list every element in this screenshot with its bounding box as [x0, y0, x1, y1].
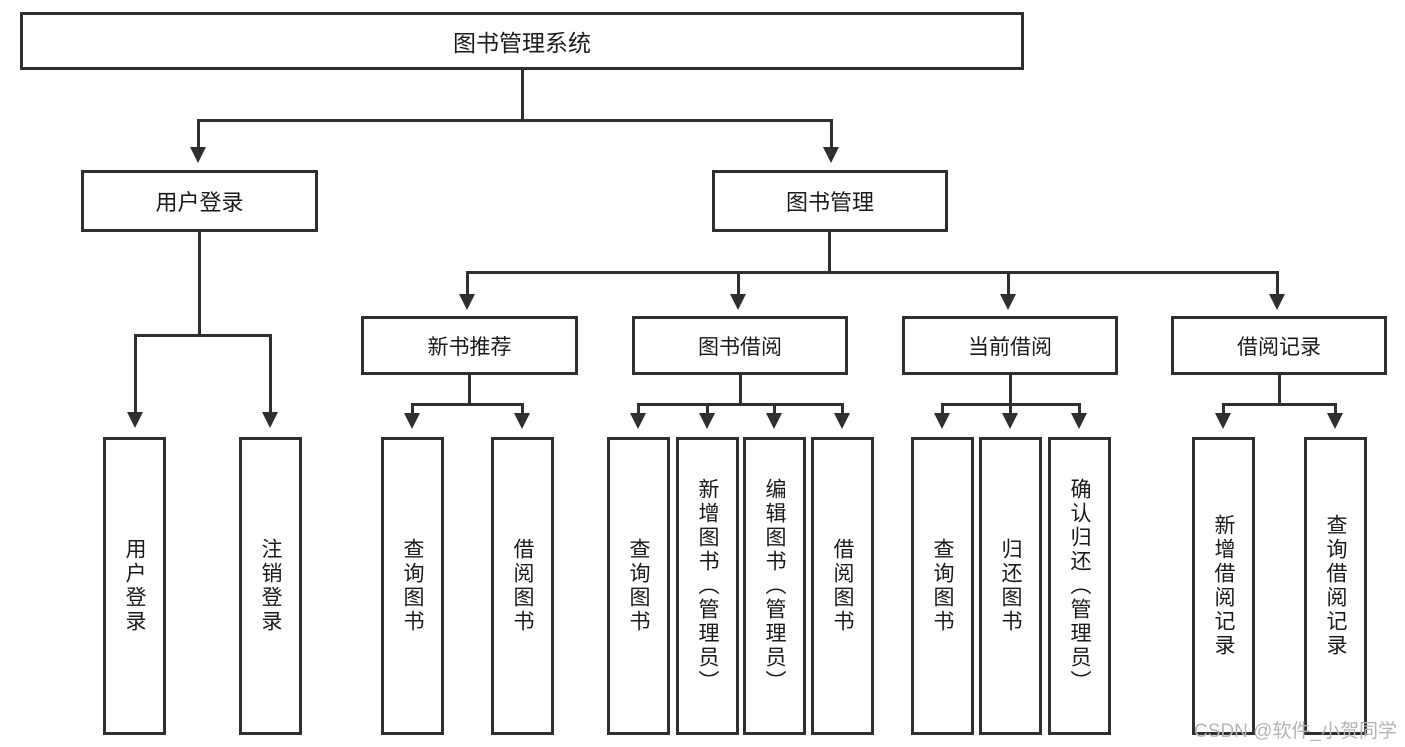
connector-new-book-drop-1	[411, 403, 414, 415]
node-label: 查询图书	[627, 538, 650, 634]
node-label: 当前借阅	[968, 335, 1052, 359]
arrowhead-borrow-records-leaf-2	[1327, 413, 1343, 429]
connector-user-login-bus	[134, 334, 272, 337]
connector-book-mgmt-drop-2	[737, 271, 740, 296]
node-borrow-records[interactable]: 借阅记录	[1171, 316, 1387, 375]
leaf-borrow-records-query[interactable]: 查询借阅记录	[1304, 437, 1367, 735]
leaf-user-login-signin[interactable]: 用户登录	[103, 437, 166, 735]
leaf-new-book-borrow[interactable]: 借阅图书	[491, 437, 554, 735]
connector-user-login-stem	[198, 232, 201, 334]
node-label: 用户登录	[123, 538, 146, 634]
node-book-management[interactable]: 图书管理	[712, 170, 948, 232]
node-label: 图书管理	[785, 190, 874, 215]
node-label: 借阅图书	[511, 538, 534, 634]
connector-root-stem	[521, 70, 524, 119]
arrowhead-borrow-records	[1269, 294, 1285, 310]
connector-borrow-records-bus	[1222, 403, 1337, 406]
connector-new-book-drop-2	[521, 403, 524, 415]
node-label: 用户登录	[155, 190, 244, 215]
node-user-login[interactable]: 用户登录	[81, 170, 318, 232]
arrowhead-user-login-leaf-1	[127, 412, 143, 428]
connector-root-to-book-mgmt	[830, 119, 833, 149]
node-label: 查询图书	[401, 538, 424, 634]
connector-borrow-records-drop-2	[1334, 403, 1337, 415]
node-label: 图书借阅	[698, 335, 782, 359]
arrowhead-book-borrow-leaf-1	[630, 413, 646, 429]
leaf-book-borrow-add[interactable]: 新增图书（管理员）	[676, 437, 739, 735]
node-label: 图书管理系统	[453, 30, 591, 56]
node-label: 新增图书（管理员）	[696, 478, 719, 694]
arrowhead-current-borrow	[1000, 294, 1016, 310]
connector-book-mgmt-bus	[466, 271, 1278, 274]
connector-book-borrow-bus	[637, 403, 844, 406]
arrowhead-new-book-leaf-1	[404, 413, 420, 429]
connector-current-borrow-drop-2	[1009, 403, 1012, 415]
arrowhead-book-borrow	[730, 294, 746, 310]
connector-book-borrow-drop-2	[706, 403, 709, 415]
leaf-current-borrow-confirm[interactable]: 确认归还（管理员）	[1048, 437, 1111, 735]
connector-borrow-records-stem	[1278, 375, 1281, 403]
arrowhead-book-borrow-leaf-3	[766, 413, 782, 429]
connector-current-borrow-drop-1	[941, 403, 944, 415]
connector-current-borrow-stem	[1009, 375, 1012, 403]
node-label: 注销登录	[259, 538, 282, 634]
node-label: 借阅图书	[831, 538, 854, 634]
node-label: 归还图书	[999, 538, 1022, 634]
arrowhead-user-login-leaf-2	[262, 412, 278, 428]
arrowhead-root-to-book-mgmt	[823, 147, 839, 163]
connector-user-login-drop-2	[269, 334, 272, 414]
arrowhead-root-to-user-login	[190, 147, 206, 163]
connector-book-mgmt-drop-4	[1276, 271, 1279, 296]
leaf-new-book-query[interactable]: 查询图书	[381, 437, 444, 735]
connector-current-borrow-drop-3	[1078, 403, 1081, 415]
node-label: 编辑图书（管理员）	[763, 478, 786, 694]
arrowhead-current-borrow-leaf-1	[934, 413, 950, 429]
arrowhead-book-borrow-leaf-2	[699, 413, 715, 429]
leaf-current-borrow-return[interactable]: 归还图书	[979, 437, 1042, 735]
node-label: 查询图书	[931, 538, 954, 634]
node-root-system[interactable]: 图书管理系统	[20, 12, 1024, 70]
node-new-book-recommend[interactable]: 新书推荐	[361, 316, 578, 375]
arrowhead-current-borrow-leaf-2	[1002, 413, 1018, 429]
leaf-borrow-records-add[interactable]: 新增借阅记录	[1192, 437, 1255, 735]
node-label: 新书推荐	[427, 335, 512, 359]
node-label: 确认归还（管理员）	[1068, 478, 1091, 694]
leaf-book-borrow-lend[interactable]: 借阅图书	[811, 437, 874, 735]
leaf-current-borrow-query[interactable]: 查询图书	[911, 437, 974, 735]
node-book-borrow[interactable]: 图书借阅	[632, 316, 848, 375]
node-label: 借阅记录	[1237, 335, 1321, 359]
arrowhead-borrow-records-leaf-1	[1215, 413, 1231, 429]
node-label: 查询借阅记录	[1324, 514, 1347, 658]
connector-book-borrow-stem	[739, 375, 742, 403]
connector-user-login-drop-1	[134, 334, 137, 414]
arrowhead-new-book-leaf-2	[514, 413, 530, 429]
leaf-book-borrow-edit[interactable]: 编辑图书（管理员）	[743, 437, 806, 735]
arrowhead-book-borrow-leaf-4	[834, 413, 850, 429]
leaf-book-borrow-query[interactable]: 查询图书	[607, 437, 670, 735]
connector-root-to-user-login	[197, 119, 200, 149]
arrowhead-current-borrow-leaf-3	[1071, 413, 1087, 429]
connector-book-borrow-drop-3	[773, 403, 776, 415]
connector-root-bus	[197, 119, 833, 122]
connector-book-borrow-drop-4	[841, 403, 844, 415]
connector-new-book-bus	[411, 403, 524, 406]
node-current-borrow[interactable]: 当前借阅	[902, 316, 1118, 375]
connector-new-book-stem	[468, 375, 471, 403]
arrowhead-new-book-recommend	[459, 294, 475, 310]
connector-book-mgmt-stem	[828, 232, 831, 271]
connector-book-mgmt-drop-1	[466, 271, 469, 296]
node-label: 新增借阅记录	[1212, 514, 1235, 658]
connector-borrow-records-drop-1	[1222, 403, 1225, 415]
connector-book-mgmt-drop-3	[1007, 271, 1010, 296]
connector-book-borrow-drop-1	[637, 403, 640, 415]
leaf-user-login-signout[interactable]: 注销登录	[239, 437, 302, 735]
